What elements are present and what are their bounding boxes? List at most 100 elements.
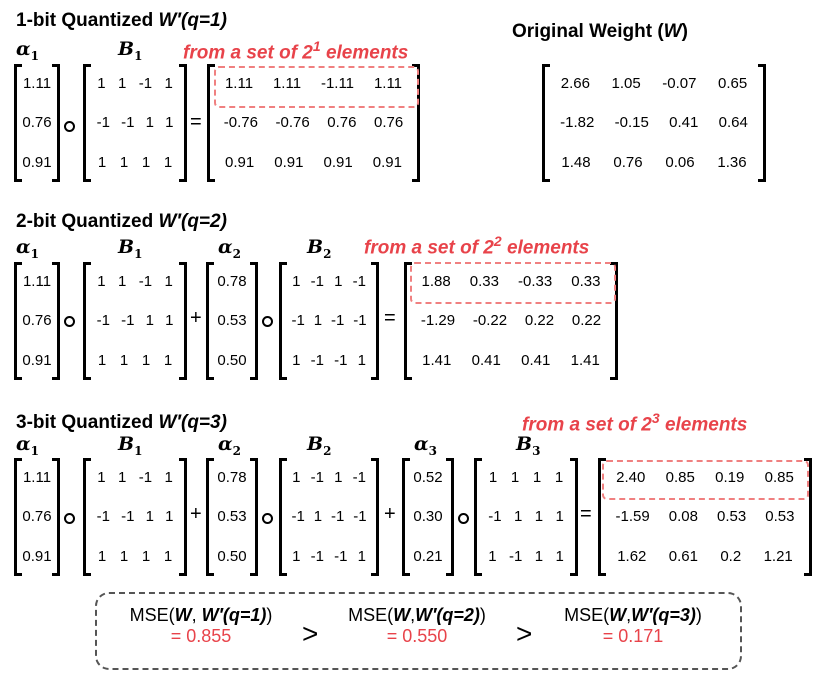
matrix-cell: 1 (555, 508, 564, 526)
matrix-cell: 0.76 (613, 153, 643, 171)
section3-b3-label: B3 (516, 433, 541, 458)
matrix-cell: 1 (97, 547, 107, 565)
matrix-cell: -1 (353, 312, 367, 330)
matrix-row: 0.91 (14, 341, 60, 380)
matrix-cell: 1.21 (763, 547, 793, 565)
matrix-cell: 0.76 (22, 508, 52, 526)
matrix-cell: 0.91 (22, 547, 52, 565)
section2-alpha2-label: α2 (218, 236, 241, 261)
matrix-row: 1.11 (14, 458, 60, 497)
matrix-row: 0.50 (206, 341, 258, 380)
matrix-cell: 1 (117, 469, 127, 487)
matrix-cell: 1 (164, 273, 173, 291)
matrix-cell: 0.22 (571, 312, 602, 330)
matrix-cell: 1 (141, 547, 151, 565)
matrix-cell: 1 (292, 469, 301, 487)
matrix-cell: 1 (141, 351, 151, 369)
section1-b1-label: B1 (118, 38, 143, 63)
matrix-cell: 2.40 (616, 469, 646, 487)
matrix-cell: -1 (488, 508, 502, 526)
matrix-cell: 1 (119, 153, 129, 171)
section3-alpha1-vector: 1.11 0.76 0.91 (14, 458, 60, 576)
matrix-cell: 1 (488, 547, 497, 565)
matrix-row: 0.78 (206, 262, 258, 301)
greater-than-sign: > (516, 618, 533, 649)
matrix-cell: 0.22 (524, 312, 555, 330)
matrix-row: 1.11 (14, 64, 60, 103)
section3-alpha3-label: α3 (414, 433, 437, 458)
matrix-cell: 0.91 (274, 153, 304, 171)
matrix-row: 0.50 (206, 537, 258, 576)
matrix-cell: 1 (334, 469, 343, 487)
matrix-cell: 1.48 (561, 153, 591, 171)
matrix-cell: 1 (165, 508, 174, 526)
matrix-cell: -1 (138, 273, 153, 291)
matrix-cell: -1 (310, 351, 324, 369)
equals-sign: = (190, 111, 202, 133)
matrix-cell: -1 (138, 469, 153, 487)
matrix-cell: 1.62 (617, 547, 647, 565)
matrix-cell: 1 (163, 351, 173, 369)
plus-sign: + (384, 503, 396, 525)
matrix-cell: 1 (119, 547, 129, 565)
matrix-cell: 0.2 (720, 547, 742, 565)
section1-highlight-row (214, 66, 419, 108)
matrix-cell: 1 (165, 312, 174, 330)
matrix-cell: 1 (292, 351, 301, 369)
matrix-cell: 1 (510, 469, 520, 487)
matrix-cell: 0.41 (521, 351, 551, 369)
mse-q2: MSE(W,W′(q=2)) = 0.550 (348, 605, 486, 646)
matrix-cell: 1 (163, 153, 173, 171)
matrix-cell: 0.53 (217, 508, 247, 526)
matrix-cell: -1 (121, 508, 135, 526)
matrix-cell: 1 (532, 469, 542, 487)
matrix-cell: 1 (141, 153, 151, 171)
matrix-cell: 1.11 (272, 75, 302, 93)
matrix-cell: 0.91 (323, 153, 353, 171)
matrix-cell: -1.59 (615, 508, 650, 526)
matrix-cell: 0.76 (22, 114, 52, 132)
matrix-cell: 1 (119, 351, 129, 369)
section2-set-note: from a set of 22 elements (364, 233, 590, 259)
matrix-cell: 1 (513, 508, 523, 526)
matrix-cell: -0.07 (662, 75, 697, 93)
matrix-cell: 1 (97, 75, 106, 93)
matrix-cell: -1 (352, 273, 366, 291)
section2-alpha2-vector: 0.78 0.53 0.50 (206, 262, 258, 380)
matrix-cell: 1.05 (611, 75, 641, 93)
matrix-cell: -1.29 (420, 312, 456, 330)
section3-b1-label: B1 (118, 433, 143, 458)
matrix-row: 0.21 (402, 537, 454, 576)
matrix-cell: 0.30 (413, 508, 443, 526)
original-weight-title: Original Weight (W) (512, 21, 688, 42)
matrix-cell: -0.22 (472, 312, 508, 330)
matrix-cell: 0.53 (717, 508, 747, 526)
matrix-cell: 1 (165, 114, 174, 132)
matrix-cell: 1 (357, 351, 366, 369)
hadamard-product-icon (458, 513, 469, 524)
matrix-cell: 0.76 (22, 312, 52, 330)
matrix-cell: -1 (310, 469, 324, 487)
matrix-cell: 0.50 (217, 351, 247, 369)
matrix-row: -1.29 -0.22 0.22 0.22 (404, 301, 618, 340)
matrix-cell: 1 (292, 273, 301, 291)
matrix-cell: 0.53 (217, 312, 247, 330)
matrix-cell: 1 (292, 547, 301, 565)
